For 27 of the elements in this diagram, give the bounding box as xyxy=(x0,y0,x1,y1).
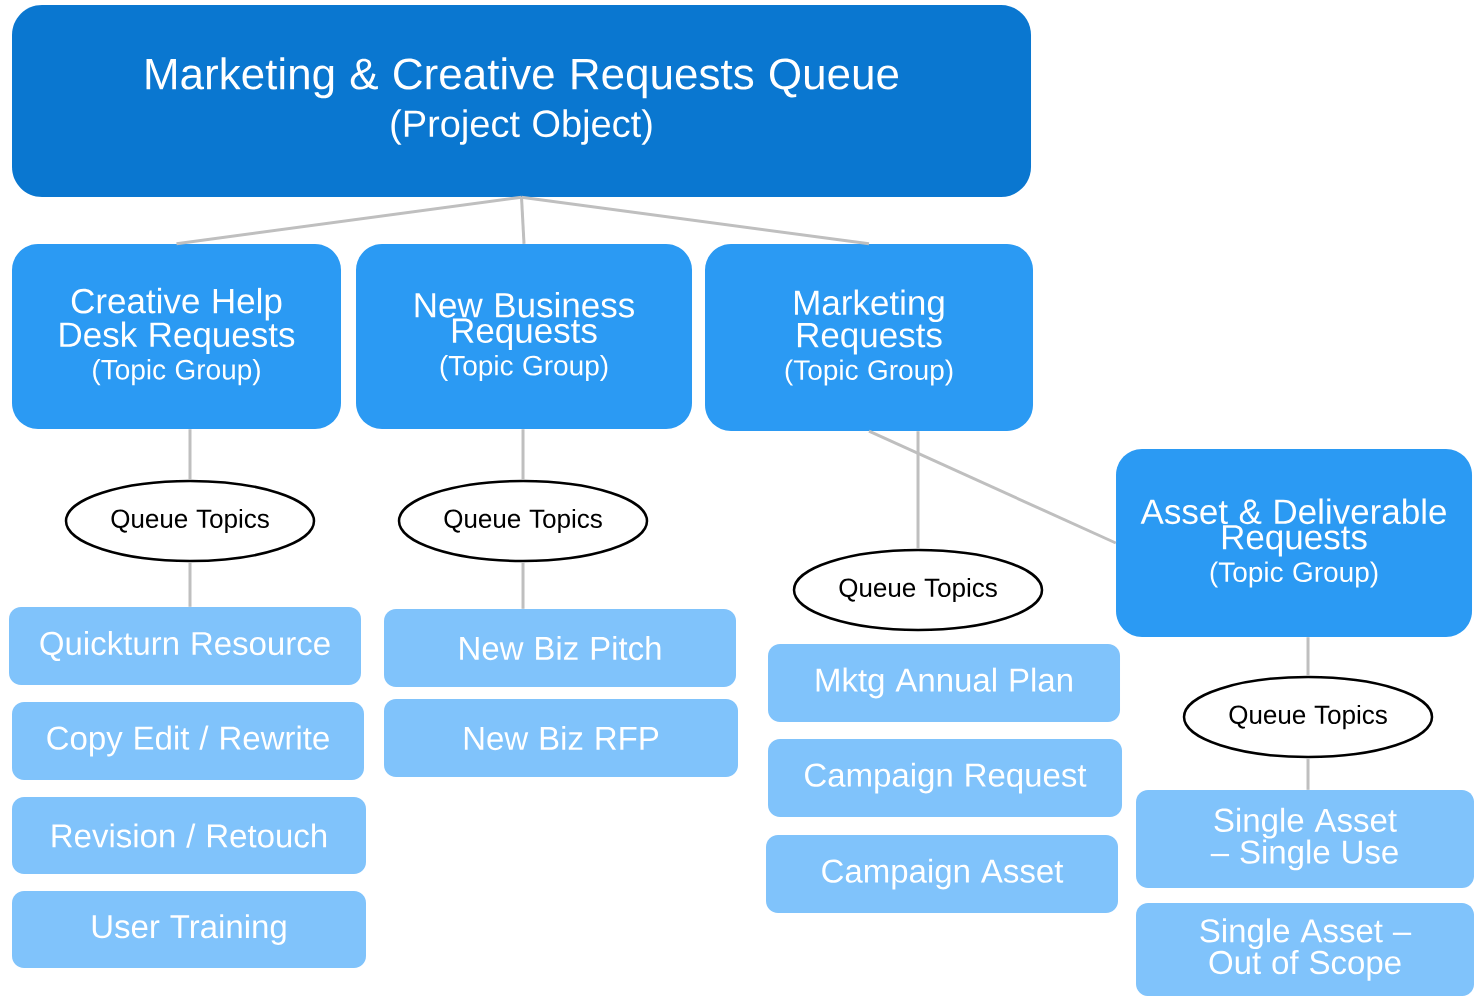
connector-line xyxy=(188,562,192,607)
connector-line xyxy=(868,429,1117,545)
root-box: Marketing & Creative Requests Queue (Project Object) xyxy=(12,5,1031,197)
connector-line xyxy=(188,429,192,480)
connector-line xyxy=(1306,637,1310,676)
topic-box: Quickturn Resource xyxy=(9,607,361,685)
topic-group-box: Asset & Deliverable Requests (Topic Group) xyxy=(1116,449,1472,637)
topic-box: Single Asset – Single Use xyxy=(1136,790,1474,888)
connector-line xyxy=(176,195,522,246)
topic-group-box: New Business Requests (Topic Group) xyxy=(356,244,692,429)
topic-box: Campaign Request xyxy=(768,739,1122,817)
topic-box: Mktg Annual Plan xyxy=(768,644,1120,722)
connector-line xyxy=(1306,758,1310,790)
topic-group-box: Creative Help Desk Requests (Topic Group) xyxy=(12,244,341,429)
topic-box: Single Asset – Out of Scope xyxy=(1136,903,1474,996)
connector-line xyxy=(521,562,525,609)
topic-box: New Biz Pitch xyxy=(384,609,736,687)
topic-box: User Training xyxy=(12,891,366,968)
connector-line xyxy=(521,429,525,480)
topic-box: Copy Edit / Rewrite xyxy=(12,702,364,780)
connector-line xyxy=(916,431,920,549)
topic-box: Revision / Retouch xyxy=(12,797,366,874)
connector-line xyxy=(520,197,526,244)
topic-box: New Biz RFP xyxy=(384,699,738,777)
topic-box: Campaign Asset xyxy=(766,835,1118,913)
topic-group-box: Marketing Requests (Topic Group) xyxy=(705,244,1033,431)
connector-line xyxy=(521,195,870,246)
